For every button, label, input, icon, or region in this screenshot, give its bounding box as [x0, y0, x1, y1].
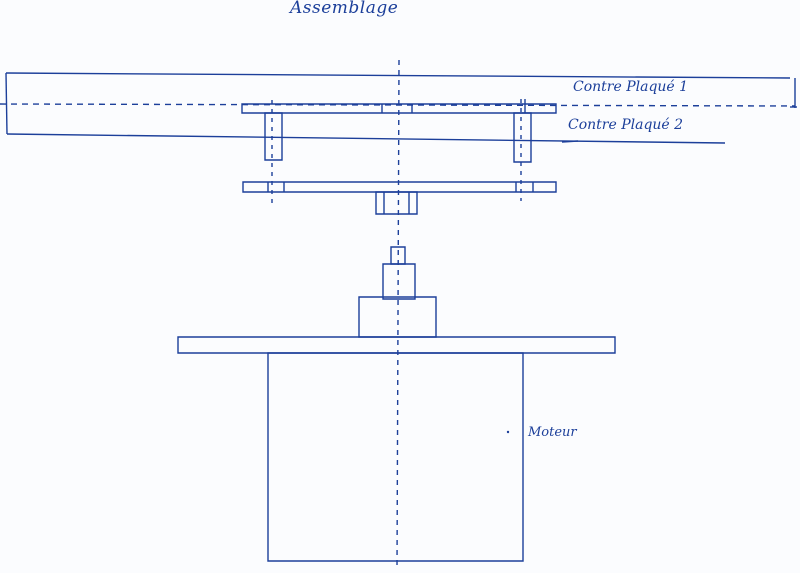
- screw-axes: [272, 99, 521, 206]
- motor-flange: [178, 337, 615, 353]
- motor-body: [268, 353, 523, 561]
- drawing-title: Assemblage: [290, 0, 399, 18]
- lower-plate: [243, 182, 556, 214]
- spacer-posts: [265, 113, 531, 162]
- center-axis: [397, 60, 399, 569]
- label-contre-plaque-2: Contre Plaqué 2: [568, 117, 684, 133]
- ink-dot: [506, 430, 510, 434]
- plywood-board: [0, 73, 797, 143]
- label-contre-plaque-1: Contre Plaqué 1: [573, 79, 689, 95]
- label-moteur: Moteur: [528, 425, 577, 440]
